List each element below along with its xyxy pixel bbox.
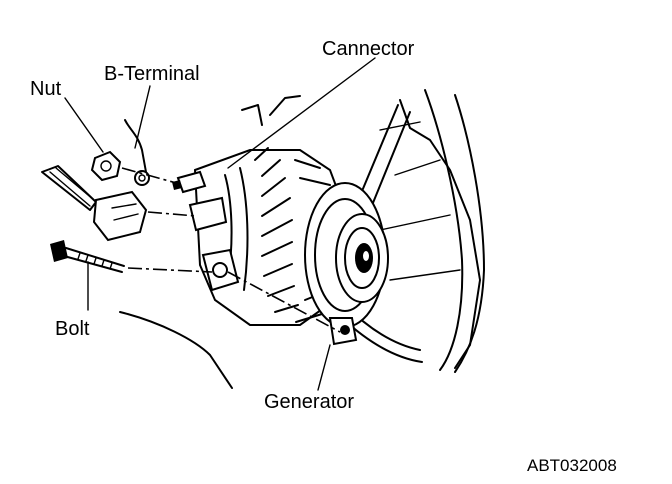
label-generator: Generator (264, 391, 354, 413)
assembly-guide-lines (121, 167, 341, 333)
label-nut: Nut (30, 78, 62, 100)
label-connector: Cannector (322, 38, 415, 60)
pulley (335, 213, 389, 303)
label-b-terminal: B-Terminal (104, 63, 200, 85)
generator-body (172, 147, 389, 346)
bolt (50, 240, 125, 273)
figure-code: ABT032008 (527, 456, 617, 475)
b-terminal-wire (124, 119, 150, 186)
mounting-ear (328, 317, 358, 346)
reference-curve (119, 311, 233, 389)
engine-block-outline (241, 89, 485, 373)
leader-lines (64, 57, 376, 391)
label-bolt: Bolt (55, 318, 90, 340)
nut (90, 150, 122, 182)
connector-harness (41, 165, 148, 242)
